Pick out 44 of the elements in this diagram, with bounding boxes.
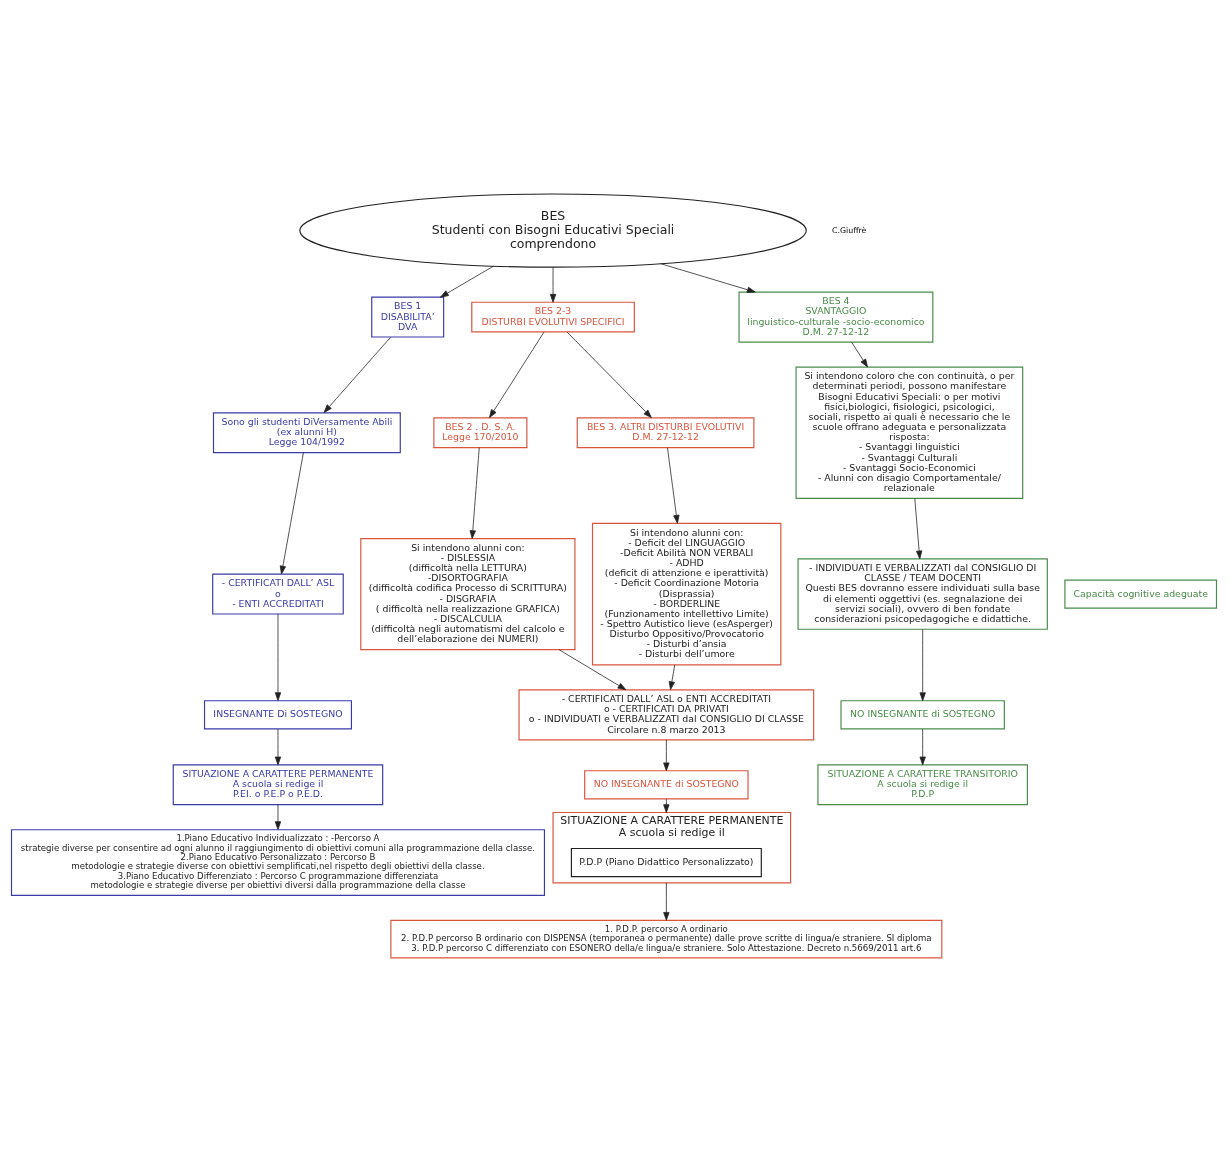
node-box: INSEGNANTE Di SOSTEGNO bbox=[203, 700, 352, 730]
arrow bbox=[558, 649, 627, 691]
arrow bbox=[663, 798, 670, 813]
node-box: Si intendono alunni con: - DISLESSIA (difficoltà nella LETTURA) -DISORTOGRAFIA (difficoltà codifica Processo di SCRITTURA) - DISGRAFIA ( difficoltà nella realizzazione GRAFICA) - DISCALCULIA (difficoltà negli automatismi del calcolo e dell’elaborazione dei NUMERI) bbox=[360, 538, 576, 651]
node-box: BES 3. ALTRI DISTURBI EVOLUTIVI D.M. 27-12-12 bbox=[576, 417, 755, 449]
node-box: 1.Piano Educativo Individualizzato : -Percorso A strategie diverse per consentire ad ogni alunno il raggiungimento di obiettivi comuni alla programmazione della classe. 2.Piano Educativo Personalizzato : Percorso B metodologie e strategie diverse con obiettivi semplificati,nel rispetto degli obiettivi della classe. 3.Piano Educativo Differenziato : Percorso C programmazione differenziata metodologie e strategie diverse per obiettivi diversi dalla programmazione della classe bbox=[10, 829, 546, 896]
arrow bbox=[851, 341, 868, 368]
node-box: BES 1 DISABILITA’ DVA bbox=[371, 296, 445, 338]
node-box: 1. P.D.P. percorso A ordinario 2. P.D.P percorso B ordinario con DISPENSA (temporanea o permanente) dalle prove scritte di lingua/e straniere. SI diploma 3. P.D.P percorso C differenziato con ESONERO della/e lingua/e straniere. Solo Attestazione. Decreto n.5669/2011 art.6 bbox=[390, 919, 943, 959]
arrow bbox=[469, 447, 480, 539]
node-box: P.D.P (Piano Didattico Personalizzato) bbox=[570, 847, 762, 878]
arrow bbox=[549, 266, 557, 303]
arrow bbox=[440, 265, 494, 298]
node-box: BES 2-3 DISTURBI EVOLUTIVI SPECIFICI bbox=[471, 301, 635, 333]
arrow bbox=[919, 728, 926, 766]
node-box: Sono gli studenti DiVersamente Abili (ex alunni H) Legge 104/1992 bbox=[212, 412, 401, 454]
node-ellipse: BES Studenti con Bisogni Educativi Speciali comprendono bbox=[299, 193, 807, 268]
node-box: NO INSEGNANTE di SOSTEGNO bbox=[584, 770, 749, 800]
arrow bbox=[668, 664, 676, 690]
node-box: NO INSEGNANTE di SOSTEGNO bbox=[840, 700, 1005, 730]
arrow bbox=[660, 263, 756, 293]
node-box: Capacità cognitive adeguate bbox=[1064, 579, 1218, 609]
arrow bbox=[566, 331, 652, 418]
node-box: SITUAZIONE A CARATTERE TRANSITORIO A scuola si redige il P.D.P bbox=[817, 764, 1028, 806]
node-box: - INDIVIDUATI E VERBALIZZATI dal CONSIGLIO DI CLASSE / TEAM DOCENTI Questi BES dovranno essere individuati sulla base di elementi oggettivi (es. segnalazione dei servizi sociali), ovvero di ben fondate considerazioni psicopedagogiche e didattiche. bbox=[797, 558, 1048, 630]
arrow bbox=[663, 882, 670, 921]
node-box: BES 4 SVANTAGGIO linguistico-culturale -socio-economico D.M. 27-12-12 bbox=[738, 291, 934, 343]
node-box: BES 2 . D. S. A. Legge 170/2010 bbox=[433, 417, 528, 449]
arrow bbox=[323, 336, 391, 413]
arrow bbox=[274, 613, 282, 701]
arrow bbox=[274, 728, 282, 766]
node-box: - CERTIFICATI DALL’ ASL o - ENTI ACCREDITATI bbox=[212, 573, 344, 615]
node-box: SITUAZIONE A CARATTERE PERMANENTE A scuola si redige il P.EI. o P.E.P o P.E.D. bbox=[172, 764, 384, 806]
node-box: Si intendono coloro che con continuità, o per determinati periodi, possono manifestare Bisogni Educativi Speciali: o per motivi fisici,biologici, fisiologici, psicologici, sociali, rispetto ai quali è necessario che le scuole offrano adeguata e personalizzata risposta: - Svantaggi linguistici - Svantaggi Culturali - Svantaggi Socio-Economici - Alunni con disagio Comportamentale/ relazionale bbox=[795, 366, 1024, 499]
node-box: - CERTIFICATI DALL’ ASL o ENTI ACCREDITATI o - CERTIFICATI DA PRIVATI o - INDIVIDUATI e VERBALIZZATI dal CONSIGLIO DI CLASSE Circolare n.8 marzo 2013 bbox=[518, 689, 815, 741]
arrow bbox=[667, 447, 680, 524]
arrow bbox=[489, 331, 545, 418]
node-box: Si intendono alunni con: - Deficit del LINGUAGGIO -Deficit Abilità NON VERBALI - ADHD (deficit di attenzione e iperattività) - Deficit Coordinazione Motoria (Disprassia) - BORDERLINE (Funzionamento intellettivo Limite) - Spettro Autistico lieve (esAsperger) Disturbo Oppositivo/Provocatorio - Disturbi d’ansia - Disturbi dell’umore bbox=[591, 522, 782, 666]
label: C.Giuffrè bbox=[832, 225, 867, 235]
arrow bbox=[279, 452, 304, 575]
arrow bbox=[919, 628, 926, 701]
arrow bbox=[914, 498, 923, 560]
arrow bbox=[274, 804, 282, 830]
arrow bbox=[663, 739, 670, 772]
